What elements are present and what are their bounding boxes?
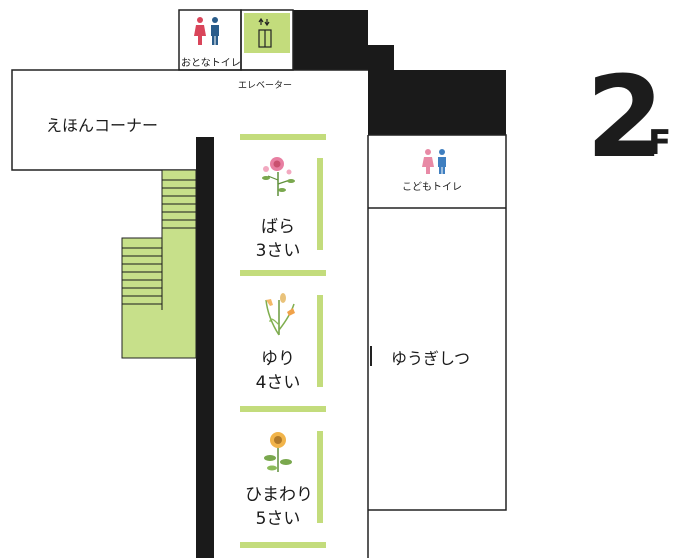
corridor-wall (196, 137, 214, 558)
picture-book-corner-label: えほんコーナー (46, 116, 159, 135)
classroom-name-bara: ばら (261, 217, 295, 237)
floor-number: 2 (586, 53, 664, 183)
kids-toilet-icon (422, 149, 446, 174)
building-outline (11, 9, 507, 558)
structural-walls (196, 10, 506, 558)
elevator-icon (258, 17, 272, 48)
kids-toilet-label: こどもトイレ (402, 182, 462, 193)
classroom-age-yuri: 4さい (255, 373, 301, 393)
classroom-walls (240, 134, 326, 548)
sunflower-icon (264, 432, 292, 472)
classroom-name-himawari: ひまわり (245, 485, 313, 505)
floor-suffix: F (648, 123, 672, 163)
adult-toilet-label: おとなトイレ (181, 58, 241, 69)
rose-icon (262, 157, 295, 196)
adult-toilet-icon (194, 17, 219, 45)
stairs (121, 169, 197, 359)
classroom-age-himawari: 5さい (255, 509, 301, 529)
classroom-age-bara: 3さい (255, 241, 301, 261)
playroom-label: ゆうぎしつ (391, 349, 471, 368)
classroom-name-yuri: ゆり (261, 349, 295, 369)
lily-icon (265, 293, 295, 336)
elevator-label: エレベーター (238, 81, 293, 91)
